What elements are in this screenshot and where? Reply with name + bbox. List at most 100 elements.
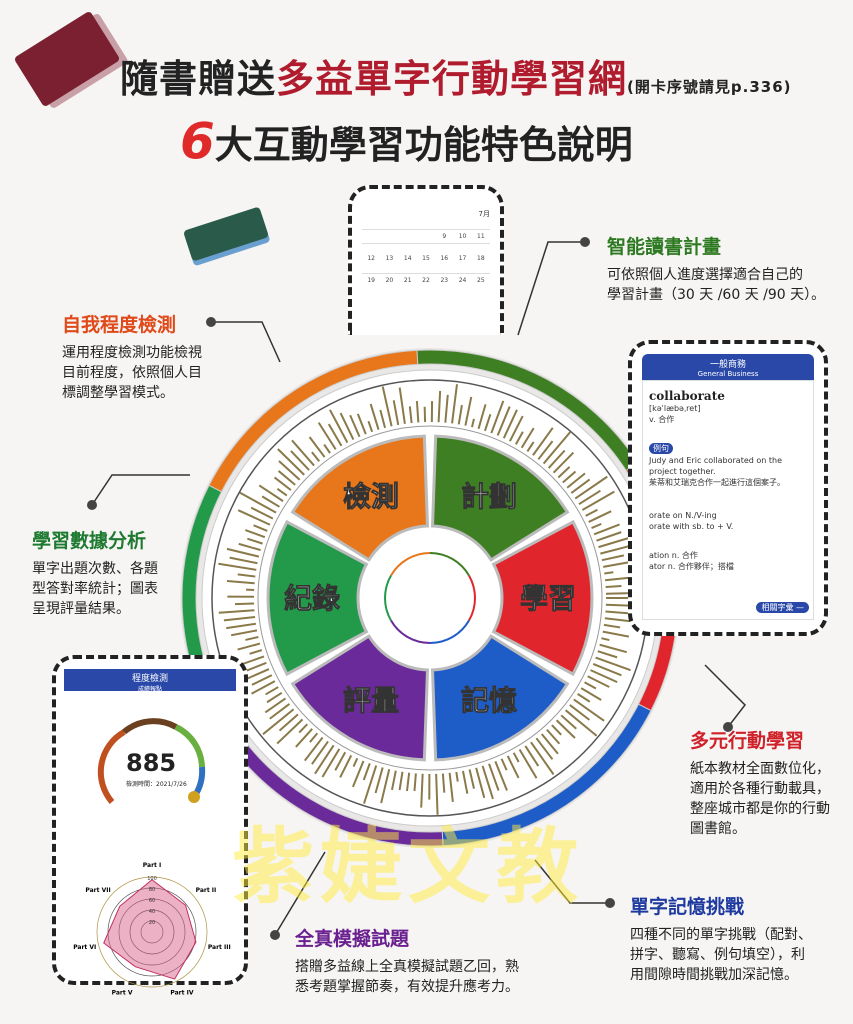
ring-bar [311,740,329,765]
ring-bar [596,531,622,542]
phonetic: [kəˈlæbəˌret] [649,404,701,413]
feature-text: 呈現評量結果。 [32,601,130,617]
ring-bar [408,406,413,424]
ring-bar [542,431,571,465]
feature-text: 運用程度檢測功能檢視 [62,345,202,361]
ring-bar [392,400,400,426]
feature-vocab-challenge: 單字記憶挑戰 四種不同的單字挑戰（配對、拼字、聽寫、例句填空），利用間隙時間挑戰… [630,892,812,985]
wheel-segment-評量[interactable] [290,634,430,762]
ring-bar [223,616,256,622]
ring-bar [595,656,631,672]
ring-bar [374,767,384,794]
calendar-month: 7月 [478,210,490,218]
ring-bar [243,661,267,673]
ring-bar [584,681,597,690]
ring-bar [546,728,561,745]
derived-word: ator n. 合作夥伴；搭檔 [649,562,734,571]
cycle-arrow [384,575,392,621]
ring-bar [277,448,305,476]
ring-bar [603,561,630,568]
ring-bar [398,771,404,791]
ring-bar [592,663,622,677]
ring-bar [524,745,540,767]
ring-bar [309,732,319,743]
ring-bar [303,736,324,762]
ring-bar [591,522,602,530]
ring-bar [555,719,576,739]
example-tag: 例句 [649,443,673,454]
ring-bar [327,423,343,447]
ring-bar [226,579,255,585]
ring-bar [457,404,463,425]
feature-text: 學習計畫（30 天 /60 天 /90 天）。 [607,287,826,303]
ring-bar [339,412,355,440]
ring-bar [251,674,273,686]
ring-bar [569,704,591,721]
ring-bar [537,440,554,460]
wheel-segment-檢測[interactable] [290,434,430,562]
ring-bar [477,404,487,430]
ring-bar [261,495,280,508]
ring-bar [475,767,486,799]
ring-bar [471,418,475,428]
ring-bar [415,400,420,423]
ring-bar [577,693,591,703]
ring-bar [262,708,295,735]
ring-bar [244,529,266,539]
ring-bar [448,772,454,803]
ring-bar [276,487,288,497]
ring-bar [351,760,365,788]
ring-bar [264,697,287,714]
ring-bar [245,636,259,641]
ring-bar [512,752,520,763]
wheel-segment-學習[interactable] [491,519,594,677]
ring-bar [530,741,555,775]
wheel-segment-計劃[interactable] [430,434,570,562]
ring-bar [238,542,261,552]
ring-bar [540,733,559,755]
example-zh: 茱蒂和艾瑞克合作一起進行這個案子。 [649,478,785,487]
ring-bar [564,709,598,737]
ring-bar [518,748,538,779]
wheel-segment-紀錄[interactable] [266,519,369,677]
ring-bar [593,523,620,536]
feature-title: 自我程度檢測 [62,314,177,336]
feature-text: 可依照個人進度選擇適合自己的 [607,267,803,283]
ring-bar [526,441,535,452]
ring-bar [488,763,500,791]
ring-bar [451,384,458,424]
ring-bar [494,761,508,791]
ring-bar [317,422,337,450]
related-words-button[interactable]: 相關字彙 — [756,602,809,613]
ring-bar [502,409,518,439]
ring-bar [356,413,367,435]
ring-bar [349,414,361,438]
feature-text: 整座城市都是你的行動 [690,801,830,817]
feature-title: 單字記憶挑戰 [630,896,745,918]
ring-bar [574,475,608,500]
feature-text: 單字出題次數、各題 [32,561,158,577]
radar-tick: 80 [149,887,155,893]
score-date: 檢測時間：2021/7/26 [126,781,187,788]
ring-bar [455,771,459,782]
phrase: orate on N./V-ing [649,511,717,520]
ring-bar [598,536,632,549]
ring-bar [573,698,605,722]
wheel-segment-label: 學習 [520,582,576,615]
wheel-segment-label: 評量 [343,684,399,717]
feature-text: 用間隙時間挑戰加深記憶。 [630,967,798,983]
score-gauge [97,718,206,804]
cycle-arrow [390,552,430,576]
wheel-segment-記憶[interactable] [430,634,570,762]
ring-bar [369,403,380,430]
ring-bar [562,470,577,484]
radar-axis-label: Part III [208,944,231,951]
ring-bar [588,510,612,523]
feature-data-analysis: 學習數據分析 單字出題次數、各題型答對率統計；圖表呈現評量結果。 [32,526,158,619]
ring-bar [239,491,277,514]
ring-bar [420,773,424,808]
cycle-arrow [390,620,430,644]
ring-bar [601,554,625,562]
